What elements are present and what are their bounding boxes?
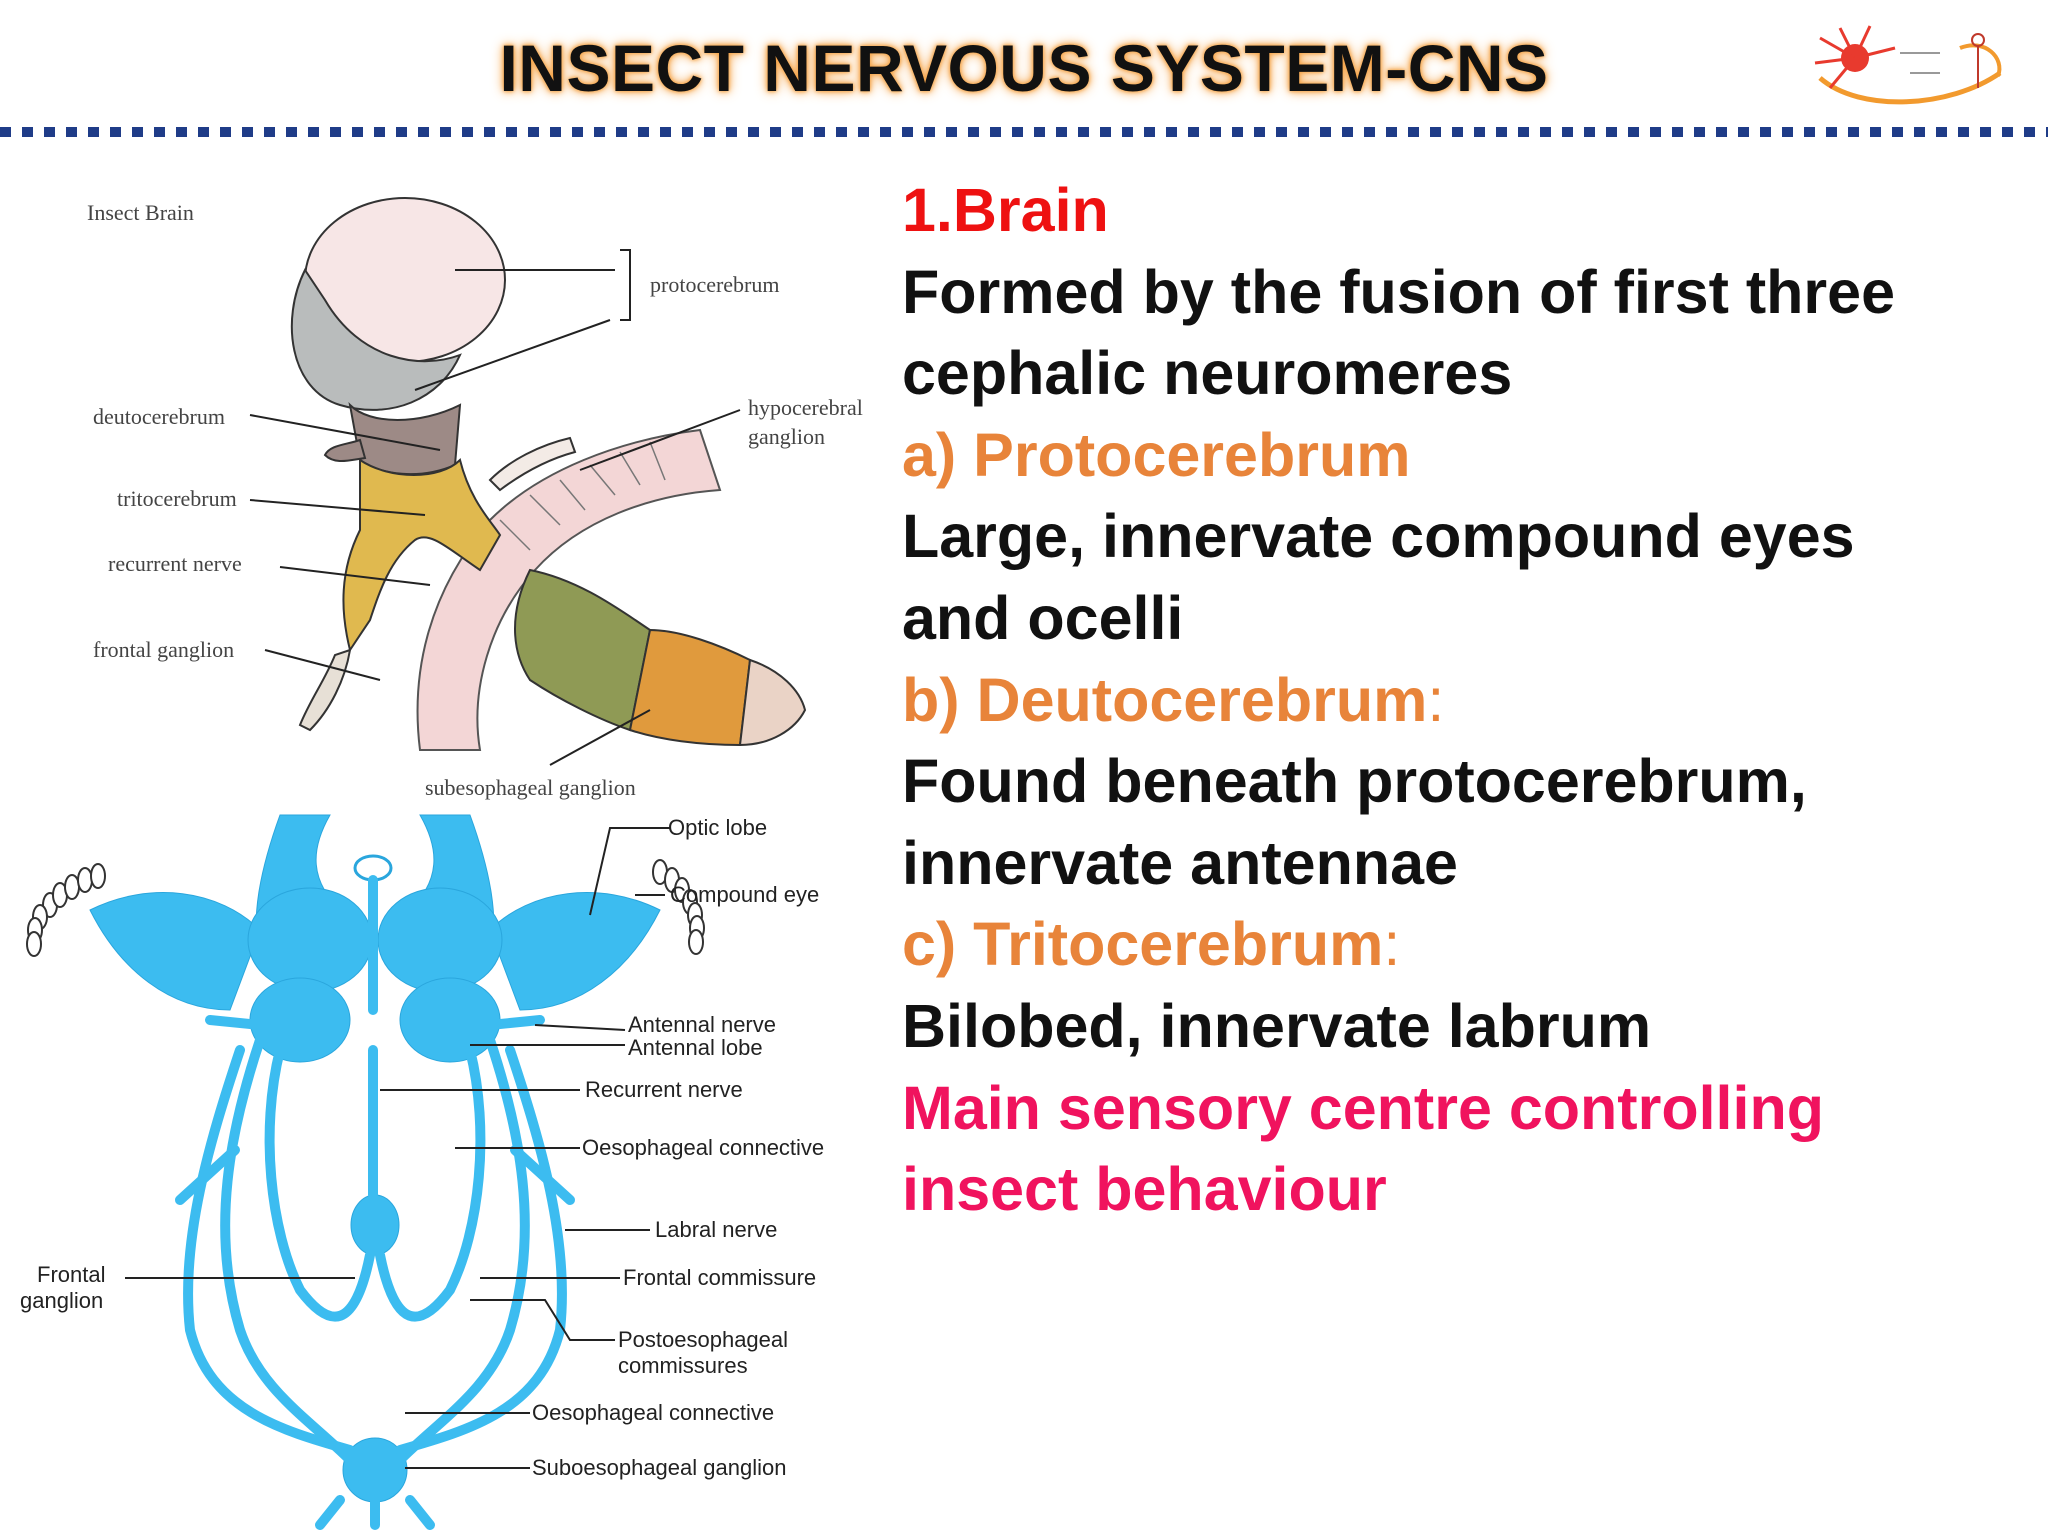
deutocerebrum-colon: :	[1427, 665, 1445, 734]
label-hypocerebral-1: hypocerebral	[748, 395, 863, 420]
label-suboesophageal: Suboesophageal ganglion	[532, 1455, 786, 1480]
label-subesophageal: subesophageal ganglion	[425, 775, 636, 800]
label-postoesophageal-2: commissures	[618, 1353, 748, 1378]
label-labral-nerve: Labral nerve	[655, 1217, 777, 1242]
label-frontal-commissure: Frontal commissure	[623, 1265, 816, 1290]
intro-line-2: cephalic neuromeres	[902, 339, 1513, 408]
neuron-logo-icon	[1800, 18, 2012, 108]
deutocerebrum-line-1: Found beneath protocerebrum,	[902, 747, 1807, 816]
heading-brain: 1.Brain	[902, 176, 1109, 244]
title-divider	[0, 127, 2048, 137]
label-frontal-ganglion-b-1: Frontal	[37, 1262, 105, 1287]
label-postoesophageal-1: Postoesophageal	[618, 1327, 788, 1352]
caption-insect-brain: Insect Brain	[87, 200, 194, 225]
subheading-deutocerebrum: b) Deutocerebrum	[902, 665, 1428, 734]
label-frontal-ganglion-b-2: ganglion	[20, 1288, 103, 1313]
cns-schematic-diagram: Optic lobe Compound eye Antennal nerve A…	[10, 810, 890, 1530]
tritocerebrum-line-1: Bilobed, innervate labrum	[902, 991, 1652, 1060]
protocerebrum-line-1: Large, innervate compound eyes	[902, 502, 1855, 571]
label-antennal-nerve: Antennal nerve	[628, 1012, 776, 1037]
subheading-deutocerebrum-row: b) Deutocerebrum:	[902, 660, 2042, 742]
subheading-protocerebrum: a) Protocerebrum	[902, 420, 1411, 489]
label-compound-eye: Compound eye	[670, 882, 819, 907]
label-oesophageal-connective-2: Oesophageal connective	[532, 1400, 774, 1425]
brain-description: 1.Brain Formed by the fusion of first th…	[902, 170, 2042, 1231]
label-antennal-lobe: Antennal lobe	[628, 1035, 763, 1060]
insect-brain-diagram: Insect Brain	[60, 190, 900, 810]
label-deutocerebrum: deutocerebrum	[93, 404, 225, 429]
deutocerebrum-line-2: innervate antennae	[902, 828, 1458, 897]
label-optic-lobe: Optic lobe	[668, 815, 767, 840]
highlight-line-2: insect behaviour	[902, 1155, 1387, 1224]
intro-line-1: Formed by the fusion of first three	[902, 257, 1896, 326]
slide-title: INSECT NERVOUS SYSTEM-CNS	[499, 31, 1549, 105]
label-tritocerebrum: tritocerebrum	[117, 486, 237, 511]
label-frontal-ganglion: frontal ganglion	[93, 637, 234, 662]
label-oesophageal-connective-1: Oesophageal connective	[582, 1135, 824, 1160]
label-recurrent-nerve-b: Recurrent nerve	[585, 1077, 743, 1102]
tritocerebrum-colon: :	[1383, 910, 1401, 979]
highlight-line-1: Main sensory centre controlling	[902, 1073, 1824, 1142]
subheading-tritocerebrum-row: c) Tritocerebrum:	[902, 904, 2042, 986]
subheading-tritocerebrum: c) Tritocerebrum	[902, 910, 1384, 979]
label-recurrent-nerve: recurrent nerve	[108, 551, 242, 576]
label-hypocerebral-2: ganglion	[748, 424, 825, 449]
label-protocerebrum: protocerebrum	[650, 272, 780, 297]
protocerebrum-line-2: and ocelli	[902, 583, 1184, 652]
